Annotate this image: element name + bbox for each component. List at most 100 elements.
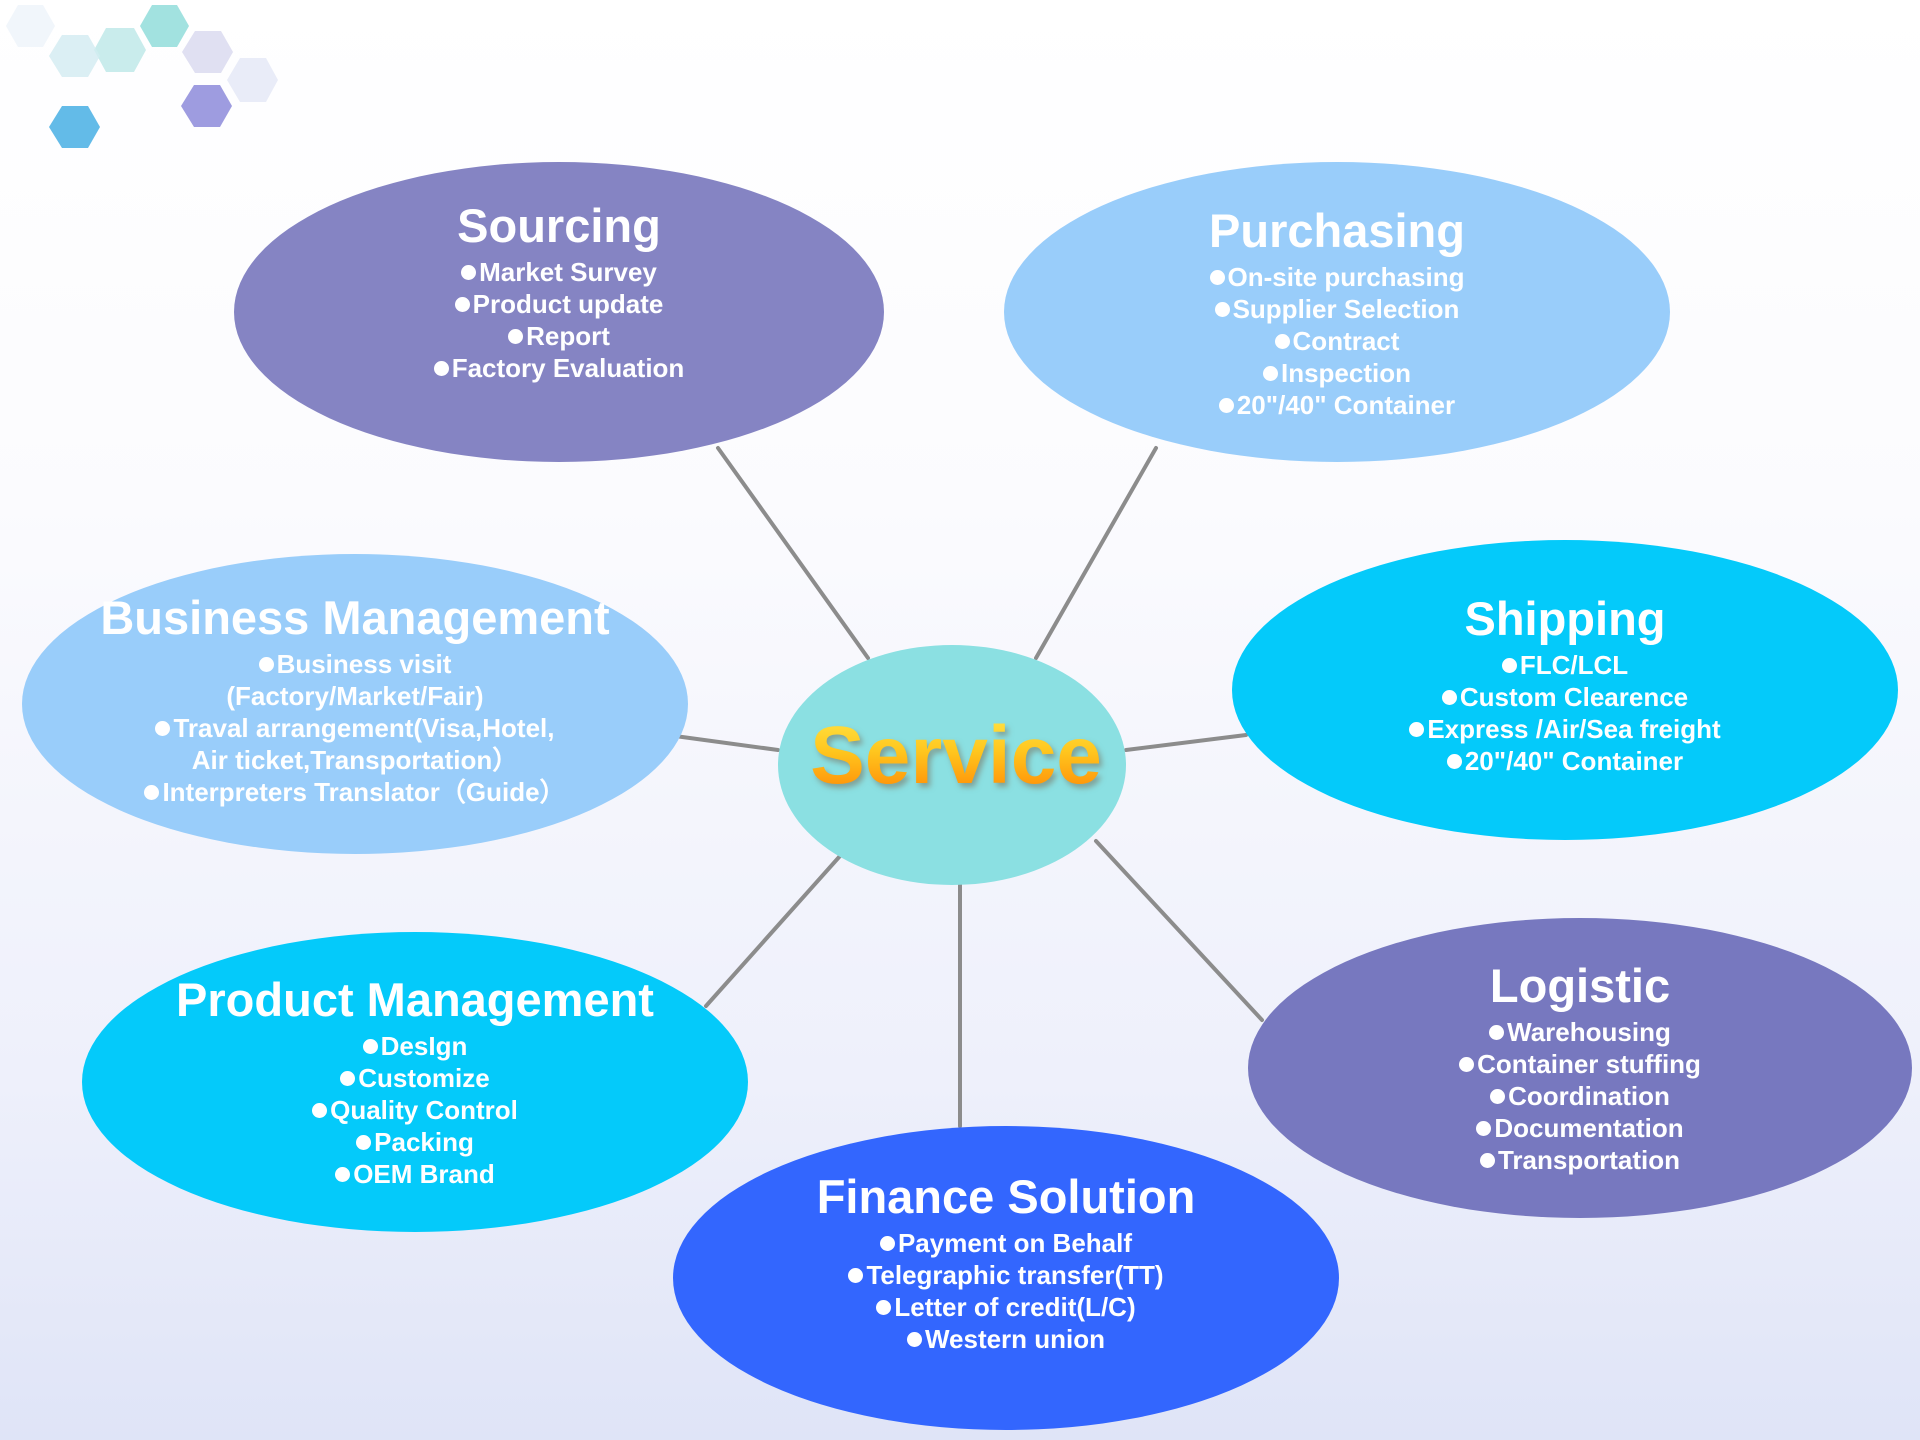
- bullet-icon: [1446, 754, 1462, 769]
- bullet-icon: [433, 361, 449, 376]
- bullet-icon: [1479, 1153, 1495, 1168]
- list-item: Payment on Behalf: [848, 1227, 1163, 1259]
- item-label: DesIgn: [380, 1031, 468, 1061]
- bullet-icon: [1209, 270, 1225, 285]
- bullet-icon: [906, 1332, 922, 1347]
- item-label: Report: [526, 321, 610, 351]
- list-item: Warehousing: [1459, 1016, 1701, 1048]
- node-title: Product Management: [176, 973, 654, 1026]
- node-business-management: Business Management Business visit (Fact…: [22, 554, 688, 854]
- node-logistic: Logistic Warehousing Container stuffing …: [1248, 918, 1912, 1218]
- hexagon-shape: [94, 28, 146, 72]
- item-label: Express /Air/Sea freight: [1427, 714, 1721, 744]
- bullet-icon: [144, 785, 160, 800]
- item-label: Market Survey: [479, 257, 657, 287]
- connector-purchasing: [1034, 446, 1158, 660]
- list-item: Telegraphic transfer(TT): [848, 1259, 1164, 1291]
- center-node-service: Service: [778, 645, 1126, 885]
- item-label: Western union: [924, 1324, 1106, 1354]
- node-item-list: FLC/LCL Custom Clearence Express /Air/Se…: [1409, 649, 1721, 777]
- list-item: Western union: [848, 1323, 1163, 1355]
- item-label: Product update: [472, 289, 664, 319]
- list-item: Quality Control: [312, 1094, 518, 1126]
- list-item: Documentation: [1459, 1112, 1701, 1144]
- node-item-list: Market Survey Product update Report Fact…: [433, 256, 685, 384]
- item-label: Traval arrangement(Visa,Hotel,: [173, 713, 555, 743]
- list-item: Container stuffing: [1459, 1048, 1701, 1080]
- node-shipping: Shipping FLC/LCL Custom Clearence Expres…: [1232, 540, 1898, 840]
- hexagon-shape: [181, 85, 232, 127]
- list-item: Letter of credit(L/C): [848, 1291, 1163, 1323]
- node-item-list: Warehousing Container stuffing Coordinat…: [1459, 1016, 1701, 1176]
- item-label: Air ticket,Transportation）: [191, 745, 519, 775]
- item-label: Quality Control: [330, 1095, 518, 1125]
- item-label: Interpreters Translator（Guide）: [162, 777, 566, 807]
- bullet-icon: [312, 1103, 328, 1118]
- list-item: OEM Brand: [312, 1158, 518, 1190]
- item-label: On-site purchasing: [1227, 262, 1465, 292]
- hexagon-shape: [49, 35, 100, 77]
- bullet-icon: [879, 1236, 895, 1251]
- bullet-icon: [258, 657, 274, 672]
- hexagon-shape: [182, 31, 233, 73]
- node-product-management: Product Management DesIgn Customize Qual…: [82, 932, 748, 1232]
- bullet-icon: [1490, 1089, 1506, 1104]
- bullet-icon: [1441, 690, 1457, 705]
- connector-shipping: [1124, 733, 1248, 752]
- list-item: Report: [434, 320, 685, 352]
- item-label: Business visit: [276, 649, 452, 679]
- list-item: Air ticket,Transportation）: [144, 744, 565, 776]
- list-item: 20"/40" Container: [1210, 389, 1465, 421]
- node-item-list: Business visit (Factory/Market/Fair) Tra…: [144, 648, 566, 808]
- connector-business: [673, 734, 780, 752]
- bullet-icon: [461, 265, 477, 280]
- list-item: Supplier Selection: [1210, 293, 1465, 325]
- bullet-icon: [155, 721, 171, 736]
- node-title: Finance Solution: [816, 1170, 1196, 1223]
- bullet-icon: [1501, 658, 1517, 673]
- list-item: Product update: [434, 288, 685, 320]
- bullet-icon: [340, 1071, 356, 1086]
- item-label: 20"/40" Container: [1236, 390, 1456, 420]
- list-item: Customize: [312, 1062, 518, 1094]
- node-title: Business Management: [100, 591, 610, 644]
- node-title: Logistic: [1489, 959, 1671, 1012]
- center-title: Service: [810, 710, 1102, 801]
- list-item: (Factory/Market/Fair): [144, 680, 565, 712]
- hexagon-shape: [140, 5, 189, 47]
- item-label: Contract: [1292, 326, 1400, 356]
- list-item: Traval arrangement(Visa,Hotel,: [144, 712, 565, 744]
- item-label: Coordination: [1508, 1081, 1670, 1111]
- node-item-list: On-site purchasing Supplier Selection Co…: [1209, 261, 1465, 421]
- hexagon-shape: [6, 5, 55, 47]
- node-finance-solution: Finance Solution Payment on Behalf Teleg…: [673, 1126, 1339, 1430]
- list-item: Interpreters Translator（Guide）: [144, 776, 566, 808]
- list-item: Packing: [312, 1126, 518, 1158]
- bullet-icon: [1409, 722, 1425, 737]
- bullet-icon: [1214, 302, 1230, 317]
- node-title: Purchasing: [1209, 204, 1465, 257]
- list-item: Market Survey: [434, 256, 685, 288]
- item-label: Inspection: [1280, 358, 1411, 388]
- item-label: Telegraphic transfer(TT): [866, 1260, 1164, 1290]
- node-sourcing: Sourcing Market Survey Product update Re…: [234, 162, 884, 462]
- node-title: Shipping: [1464, 592, 1666, 645]
- bullet-icon: [1218, 398, 1234, 413]
- bullet-icon: [1274, 334, 1290, 349]
- node-title: Sourcing: [457, 199, 661, 252]
- list-item: Factory Evaluation: [433, 352, 684, 384]
- connector-logistic: [1094, 839, 1264, 1022]
- item-label: 20"/40" Container: [1464, 746, 1684, 776]
- item-label: OEM Brand: [353, 1159, 495, 1189]
- bullet-icon: [362, 1039, 378, 1054]
- node-item-list: Payment on Behalf Telegraphic transfer(T…: [848, 1227, 1164, 1355]
- item-label: Payment on Behalf: [897, 1228, 1133, 1258]
- connector-sourcing: [716, 446, 870, 660]
- list-item: Transportation: [1459, 1144, 1701, 1176]
- connector-product: [704, 854, 842, 1008]
- bullet-icon: [1262, 366, 1278, 381]
- item-label: Letter of credit(L/C): [894, 1292, 1136, 1322]
- hexagon-shape: [49, 106, 100, 148]
- item-label: (Factory/Market/Fair): [226, 681, 484, 711]
